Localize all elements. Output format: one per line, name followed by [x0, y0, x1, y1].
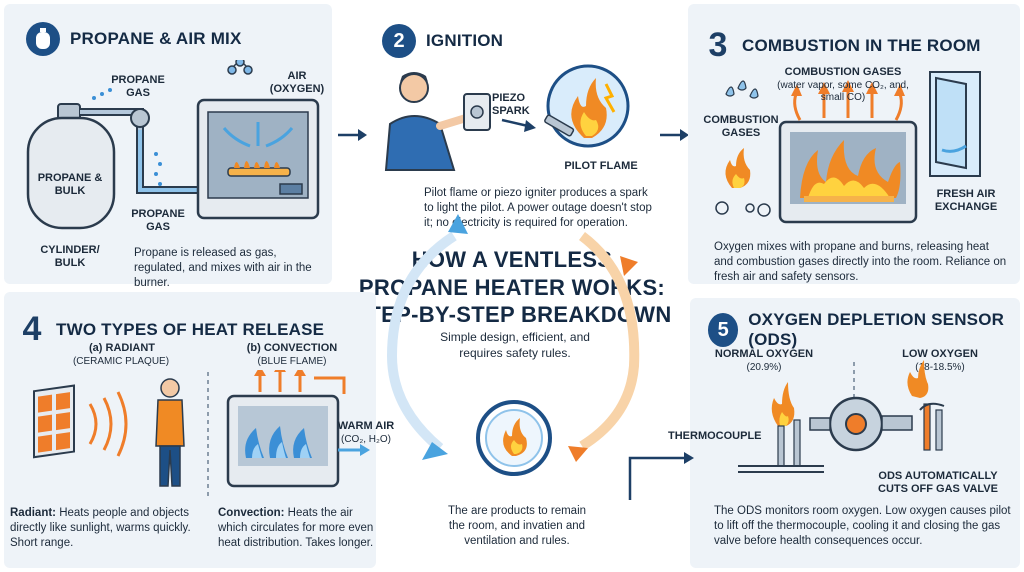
center-flame-icon [476, 400, 552, 476]
step4-header: 4 TWO TYPES OF HEAT RELEASE [18, 310, 324, 349]
step1-header: PROPANE & AIR MIX [26, 22, 242, 56]
person-icon [384, 72, 470, 171]
step5-title: OXYGEN DEPLETION SENSOR (ODS) [748, 310, 1005, 349]
label-combustion-gases-left: COMBUSTION GASES [703, 114, 779, 139]
center-subtitle: Simple design, efficient, and requires s… [440, 330, 590, 360]
step3-title: COMBUSTION IN THE ROOM [742, 35, 981, 55]
label-thermocouple: THERMOCOUPLE [668, 430, 762, 442]
step5-description: The ODS monitors room oxygen. Low oxygen… [714, 505, 1011, 547]
step3-number: 3 [708, 26, 728, 64]
propane-tank-icon [26, 22, 60, 56]
label-warm-air: WARM AIR [337, 420, 395, 432]
step5-illustration [628, 360, 945, 500]
step1-description: Propane is released as gas, regulated, a… [134, 247, 312, 289]
label-pilot-flame: PILOT FLAME [564, 160, 638, 172]
step2-description: Pilot flame or piezo igniter produces a … [424, 187, 652, 229]
step4-number: 4 [22, 310, 42, 348]
step4-convection-description: Convection: Heats the air which circulat… [218, 507, 374, 549]
step4-illustration [33, 370, 370, 498]
label-propane-gas-bottom: PROPANE GAS [131, 208, 185, 233]
label-radiant-sub: (CERAMIC PLAQUE) [72, 356, 170, 367]
label-cylinder-bulk: CYLINDER/ BULK [40, 244, 100, 269]
step2-header: 2 IGNITION [382, 24, 503, 58]
label-low-oxygen: LOW OXYGEN [902, 348, 978, 360]
label-normal-oxygen-value: (20.9%) [746, 362, 782, 373]
step4-title: TWO TYPES OF HEAT RELEASE [56, 319, 325, 339]
label-convection-sub: (BLUE FLAME) [257, 356, 327, 367]
label-air-oxygen: AIR (OXYGEN) [269, 70, 325, 95]
label-convection: (b) CONVECTION [246, 342, 338, 354]
step3-illustration [715, 71, 981, 224]
label-propane-bulk: PROPANE & BULK [37, 172, 103, 197]
label-low-oxygen-value: (18-18.5%) [915, 362, 965, 373]
step3-description: Oxygen mixes with propane and burns, rel… [714, 241, 1007, 283]
thermocouple-icon [809, 396, 913, 452]
step2-illustration [384, 64, 630, 171]
label-normal-oxygen: NORMAL OXYGEN [714, 348, 814, 360]
label-fresh-air-exchange: FRESH AIR EXCHANGE [934, 188, 998, 213]
flame-icon [725, 148, 751, 188]
step2-number: 2 [382, 24, 416, 58]
step1-illustration [26, 60, 320, 230]
label-piezo-spark: PIEZO SPARK [492, 92, 530, 117]
label-combustion-gases-detail: (water vapor, some CO₂, and, small CO) [777, 80, 909, 103]
arrow-step2-to-step3 [660, 129, 689, 141]
step4-radiant-description: Radiant: Heats people and objects direct… [10, 507, 191, 549]
center-bottom-note: The are products to remain the room, and… [447, 505, 587, 547]
label-radiant: (a) RADIANT [89, 342, 155, 354]
cycle-ring [386, 214, 640, 462]
arrow-step1-to-step2 [338, 129, 367, 141]
step5-header: 5 OXYGEN DEPLETION SENSOR (ODS) [708, 310, 1024, 350]
label-warm-air-sub: (CO₂, H₂O) [341, 434, 391, 445]
label-ods-cutoff: ODS AUTOMATICALLY CUTS OFF GAS VALVE [878, 470, 998, 495]
step5-number: 5 [708, 313, 739, 347]
step2-title: IGNITION [426, 31, 504, 50]
step3-header: 3 COMBUSTION IN THE ROOM [704, 26, 981, 65]
label-propane-gas-top: PROPANE GAS [111, 74, 165, 99]
step1-title: PROPANE & AIR MIX [70, 29, 242, 48]
window-icon [929, 71, 981, 177]
label-combustion-gases-title: COMBUSTION GASES [784, 66, 902, 78]
